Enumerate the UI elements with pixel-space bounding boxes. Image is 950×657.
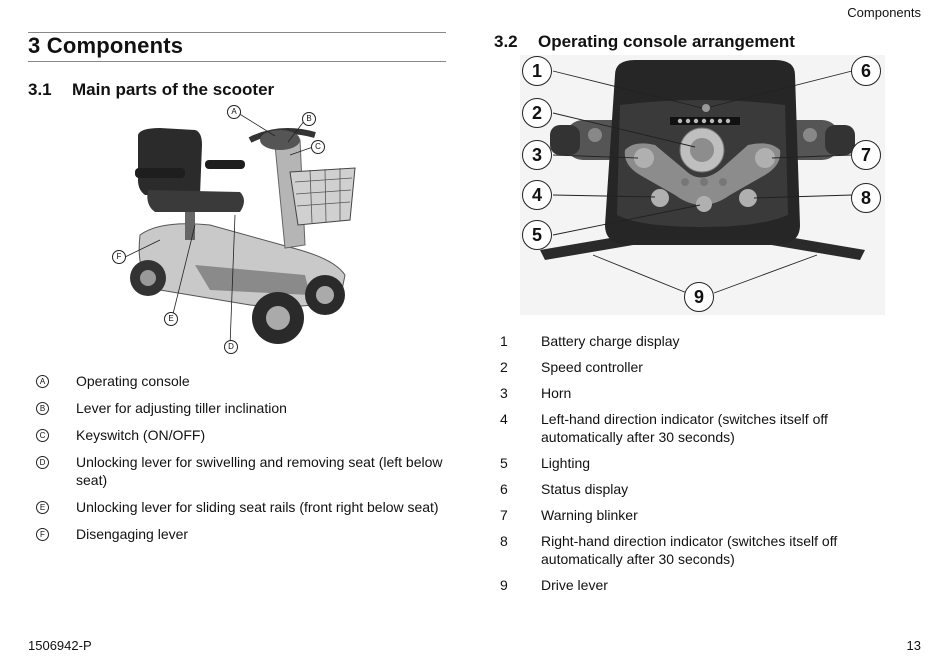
legend-key: 9: [500, 577, 508, 593]
legend-key: E: [36, 501, 49, 514]
scooter-drawing: [124, 112, 356, 347]
legend-key: 3: [500, 385, 508, 401]
console-illustration: 1 2 3 4 5 6 7 8 9: [520, 55, 885, 315]
legend-text: Keyswitch (ON/OFF): [76, 427, 206, 443]
legend-text: Unlocking lever for swivelling and remov…: [76, 454, 443, 488]
legend-key: C: [36, 429, 49, 442]
callout-3: 3: [522, 140, 552, 170]
legend-key: F: [36, 528, 49, 541]
legend-key: B: [36, 402, 49, 415]
scooter-illustration: A B C D E F: [100, 100, 400, 355]
legend-text: Operating console: [76, 373, 190, 389]
callout-6: 6: [851, 56, 881, 86]
console-drawing: [520, 55, 885, 315]
legend-text: Lever for adjusting tiller inclination: [76, 400, 287, 416]
callout-7: 7: [851, 140, 881, 170]
document-id: 1506942-P: [28, 638, 92, 653]
section-title: Main parts of the scooter: [72, 80, 275, 99]
legend-item: F Disengaging lever: [36, 525, 446, 543]
callout-a: A: [227, 105, 241, 119]
legend-text: Warning blinker: [541, 507, 638, 523]
legend-key: 7: [500, 507, 508, 523]
legend-item: 4 Left-hand direction indicator (switches…: [500, 410, 910, 446]
callout-4: 4: [522, 180, 552, 210]
legend-text: Lighting: [541, 455, 591, 471]
legend-key: 8: [500, 533, 508, 549]
legend-item: 8 Right-hand direction indicator (switche…: [500, 532, 910, 568]
page-number: 13: [906, 638, 921, 653]
legend-text: Disengaging lever: [76, 526, 189, 542]
legend-item: E Unlocking lever for sliding seat rails …: [36, 498, 446, 516]
console-legend: 1 Battery charge display 2 Speed controlle…: [500, 332, 910, 602]
legend-item: 5 Lighting: [500, 454, 910, 472]
title-rule-bottom: [28, 61, 446, 62]
legend-key: A: [36, 375, 49, 388]
legend-item: 1 Battery charge display: [500, 332, 910, 350]
legend-text: Horn: [541, 385, 572, 401]
section-title: Operating console arrangement: [538, 32, 795, 51]
legend-item: 9 Drive lever: [500, 576, 910, 594]
chapter-title: 3 Components: [28, 33, 184, 58]
callout-5: 5: [522, 220, 552, 250]
callout-8: 8: [851, 183, 881, 213]
callout-f: F: [112, 250, 126, 264]
section-3-2-heading: 3.2 Operating console arrangement: [494, 32, 795, 52]
legend-item: C Keyswitch (ON/OFF): [36, 426, 446, 444]
parts-legend: A Operating console B Lever for adjusting …: [36, 372, 446, 552]
legend-key: 1: [500, 333, 508, 349]
legend-key: 4: [500, 411, 508, 427]
legend-text: Battery charge display: [541, 333, 680, 349]
legend-text: Right-hand direction indicator (switches…: [541, 533, 838, 567]
callout-e: E: [164, 312, 178, 326]
legend-item: 2 Speed controller: [500, 358, 910, 376]
legend-text: Unlocking lever for sliding seat rails (…: [76, 499, 439, 515]
legend-item: D Unlocking lever for swivelling and remo…: [36, 453, 446, 489]
callout-9: 9: [684, 282, 714, 312]
legend-item: 6 Status display: [500, 480, 910, 498]
callout-d: D: [224, 340, 238, 354]
callout-c: C: [311, 140, 325, 154]
callout-1: 1: [522, 56, 552, 86]
legend-key: 6: [500, 481, 508, 497]
title-rule-top: [28, 32, 446, 33]
legend-text: Speed controller: [541, 359, 643, 375]
legend-item: A Operating console: [36, 372, 446, 390]
legend-key: 5: [500, 455, 508, 471]
legend-text: Left-hand direction indicator (switches …: [541, 411, 828, 445]
callout-b: B: [302, 112, 316, 126]
legend-key: 2: [500, 359, 508, 375]
legend-item: 3 Horn: [500, 384, 910, 402]
section-3-1-heading: 3.1 Main parts of the scooter: [28, 80, 274, 100]
section-number: 3.2: [494, 32, 518, 51]
legend-item: 7 Warning blinker: [500, 506, 910, 524]
legend-text: Drive lever: [541, 577, 608, 593]
section-number: 3.1: [28, 80, 52, 99]
legend-item: B Lever for adjusting tiller inclination: [36, 399, 446, 417]
legend-text: Status display: [541, 481, 629, 497]
legend-key: D: [36, 456, 49, 469]
running-header: Components: [847, 5, 921, 20]
callout-2: 2: [522, 98, 552, 128]
